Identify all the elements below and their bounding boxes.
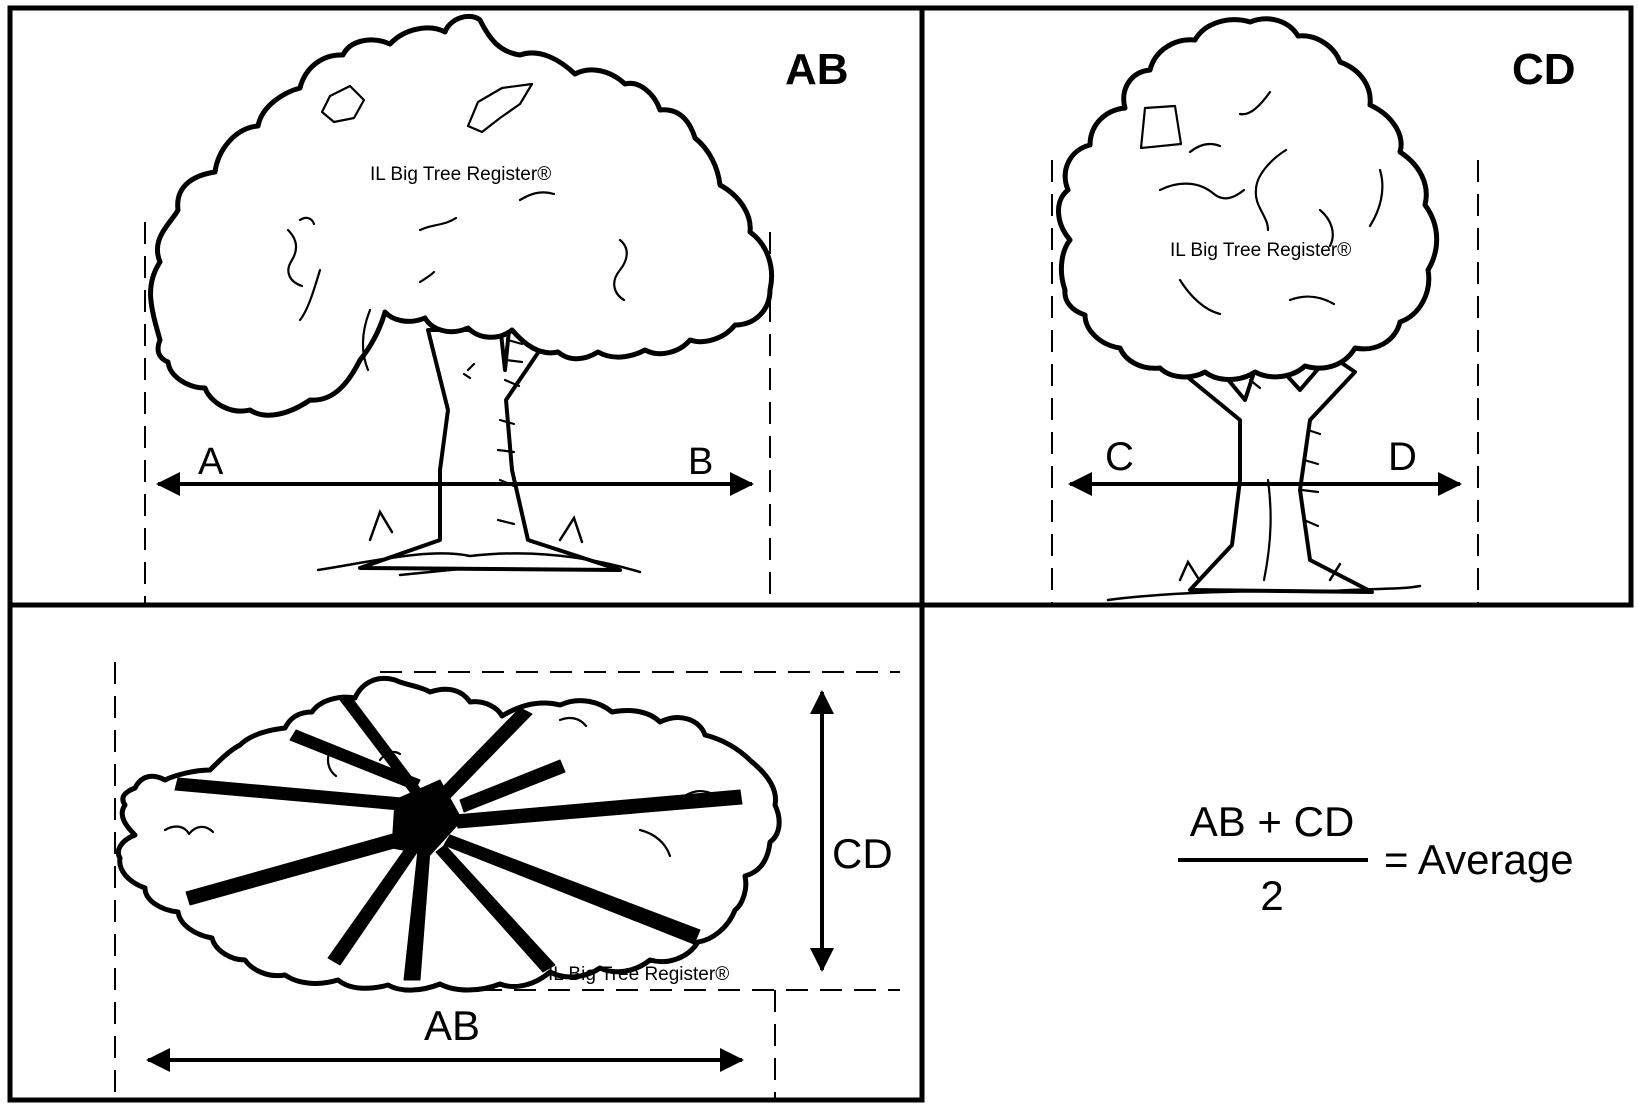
panel-top-view: AB CD IL Big Tree Register® [10,605,922,1100]
top-watermark: IL Big Tree Register® [548,964,729,985]
average-formula: AB + CD 2 = Average [1178,798,1574,919]
panel-ab: AB A B IL Big Tree Register® [10,8,922,605]
cd-panel-title: CD [1512,45,1576,94]
formula-denominator: 2 [1260,872,1283,919]
cd-tree-trunk [1185,348,1372,592]
ab-panel-title: AB [785,45,849,94]
formula-result: = Average [1384,836,1574,883]
ab-label-b: B [688,441,713,483]
cd-watermark: IL Big Tree Register® [1170,240,1351,261]
ab-label-a: A [198,441,224,483]
cd-tree-crown [1058,19,1436,380]
top-ab-label: AB [424,1002,480,1049]
formula-numerator: AB + CD [1190,798,1355,845]
cd-label-d: D [1388,435,1417,479]
panel-cd: CD C D IL Big Tree Register® [922,8,1631,605]
top-cd-label: CD [832,830,893,877]
cd-label-c: C [1105,435,1134,479]
ab-watermark: IL Big Tree Register® [370,164,551,185]
